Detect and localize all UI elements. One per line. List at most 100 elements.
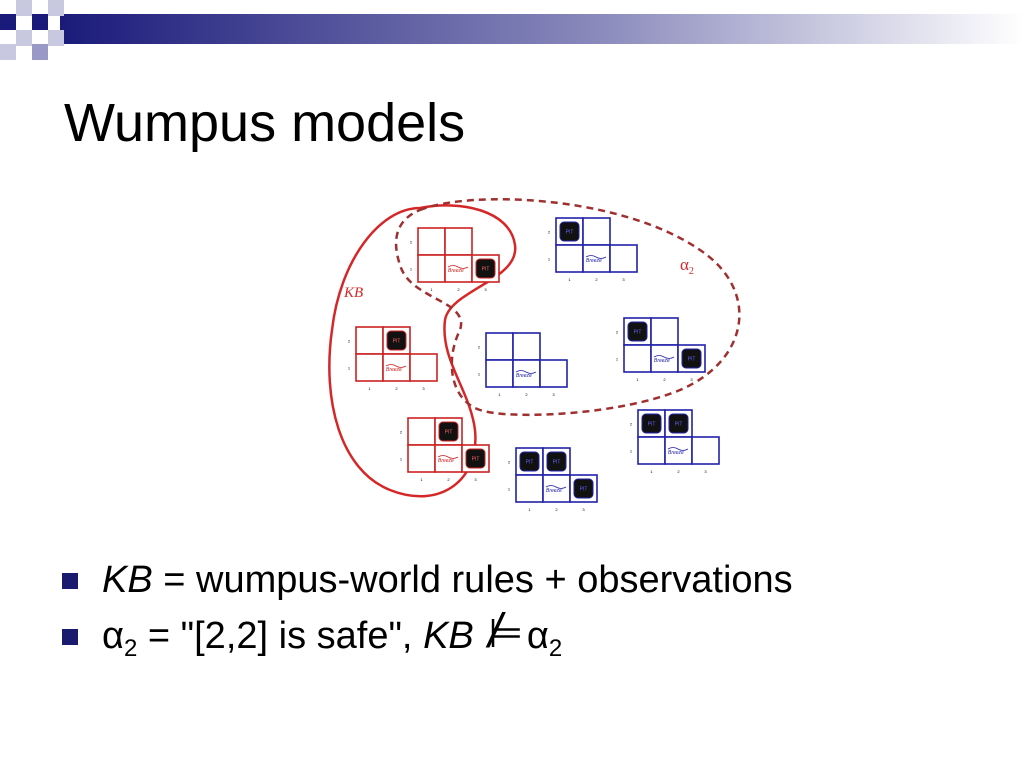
breeze-wave [447, 265, 469, 269]
pit-icon [475, 258, 496, 279]
row-label: 2 [348, 339, 351, 344]
grid-cell [664, 436, 693, 465]
col-label: 1 [498, 392, 501, 397]
pit-label: PIT [634, 330, 642, 336]
kb-term-2: KB [423, 615, 474, 657]
pit-icon [519, 451, 540, 472]
row-label: 1 [548, 257, 551, 262]
col-label: 1 [368, 386, 371, 391]
grid-cell [434, 444, 463, 473]
kb-label: KB [343, 285, 363, 301]
breeze-wave [385, 364, 407, 368]
pit-icon [438, 421, 459, 442]
pit-label: PIT [526, 460, 534, 466]
grid-cell [355, 326, 384, 355]
grid-cell [444, 227, 473, 256]
col-label: 1 [650, 469, 653, 474]
grid-cell [485, 359, 514, 388]
col-label: 2 [447, 477, 450, 482]
grid-cell [417, 227, 446, 256]
row-label: 1 [616, 357, 619, 362]
grid-cell [355, 353, 384, 382]
alpha-symbol: α [102, 615, 124, 657]
row-label: 2 [478, 345, 481, 350]
slide-title: Wumpus models [64, 93, 466, 153]
col-label: 2 [595, 277, 598, 282]
breeze-wave [545, 485, 567, 489]
alpha2-label: α2 [680, 255, 694, 277]
bullet-kb-definition: KB = wumpus-world rules + observations [62, 556, 1002, 612]
row-label: 2 [508, 460, 511, 465]
pit-icon [681, 348, 702, 369]
grid-cell [650, 344, 679, 373]
grid-cell [609, 244, 638, 273]
pit-icon [641, 413, 662, 434]
col-label: 3 [582, 507, 585, 512]
col-label: 1 [636, 377, 639, 382]
breeze-label: Breeze [516, 373, 532, 379]
alpha2-boundary [394, 198, 741, 417]
breeze-label: Breeze [546, 488, 562, 494]
grid-cell [407, 444, 436, 473]
breeze-label: Breeze [438, 458, 454, 464]
pit-label: PIT [688, 357, 696, 363]
breeze-label: Breeze [448, 268, 464, 274]
breeze-wave [585, 255, 607, 259]
pit-icon [668, 413, 689, 434]
pit-icon [573, 478, 594, 499]
pit-label: PIT [580, 487, 588, 493]
grid-cell [650, 317, 679, 346]
pit-label: PIT [648, 422, 656, 428]
pit-label: PIT [553, 460, 561, 466]
col-label: 3 [690, 377, 693, 382]
kb-term: KB [102, 559, 153, 601]
row-label: 1 [410, 267, 413, 272]
grid-cell [485, 332, 514, 361]
pit-icon [559, 221, 580, 242]
grid-cell [407, 417, 436, 446]
pit-icon [386, 330, 407, 351]
col-label: 3 [552, 392, 555, 397]
bullet-list: KB = wumpus-world rules + observations α… [62, 556, 1002, 668]
grid-cell [623, 344, 652, 373]
grid-cell [512, 332, 541, 361]
breeze-wave [437, 455, 459, 459]
pit-label: PIT [393, 339, 401, 345]
grid-cell [582, 244, 611, 273]
grid-cell [539, 359, 568, 388]
bullet-alpha-definition: α2 = "[2,2] is safe", KB ⊨/ α2 [62, 608, 1002, 668]
col-label: 3 [704, 469, 707, 474]
breeze-label: Breeze [668, 450, 684, 456]
col-label: 2 [457, 287, 460, 292]
alpha-definition-text: = "[2,2] is safe", [137, 615, 424, 657]
row-label: 2 [548, 230, 551, 235]
row-label: 1 [348, 366, 351, 371]
col-label: 3 [622, 277, 625, 282]
breeze-label: Breeze [654, 358, 670, 364]
pit-label: PIT [566, 230, 574, 236]
alpha-subscript-2: 2 [548, 635, 563, 662]
bullet-marker [62, 573, 78, 589]
pit-label: PIT [482, 267, 490, 273]
row-label: 2 [410, 240, 413, 245]
header-decoration [0, 0, 1024, 60]
row-label: 2 [630, 422, 633, 427]
row-label: 1 [400, 457, 403, 462]
col-label: 2 [395, 386, 398, 391]
breeze-wave [653, 355, 675, 359]
col-label: 3 [474, 477, 477, 482]
alpha-subscript: 2 [123, 635, 138, 662]
row-label: 1 [508, 487, 511, 492]
grid-cell [582, 217, 611, 246]
row-label: 2 [616, 330, 619, 335]
pit-label: PIT [445, 430, 453, 436]
col-label: 3 [422, 386, 425, 391]
grid-cell [417, 254, 446, 283]
grid-cell [691, 436, 720, 465]
